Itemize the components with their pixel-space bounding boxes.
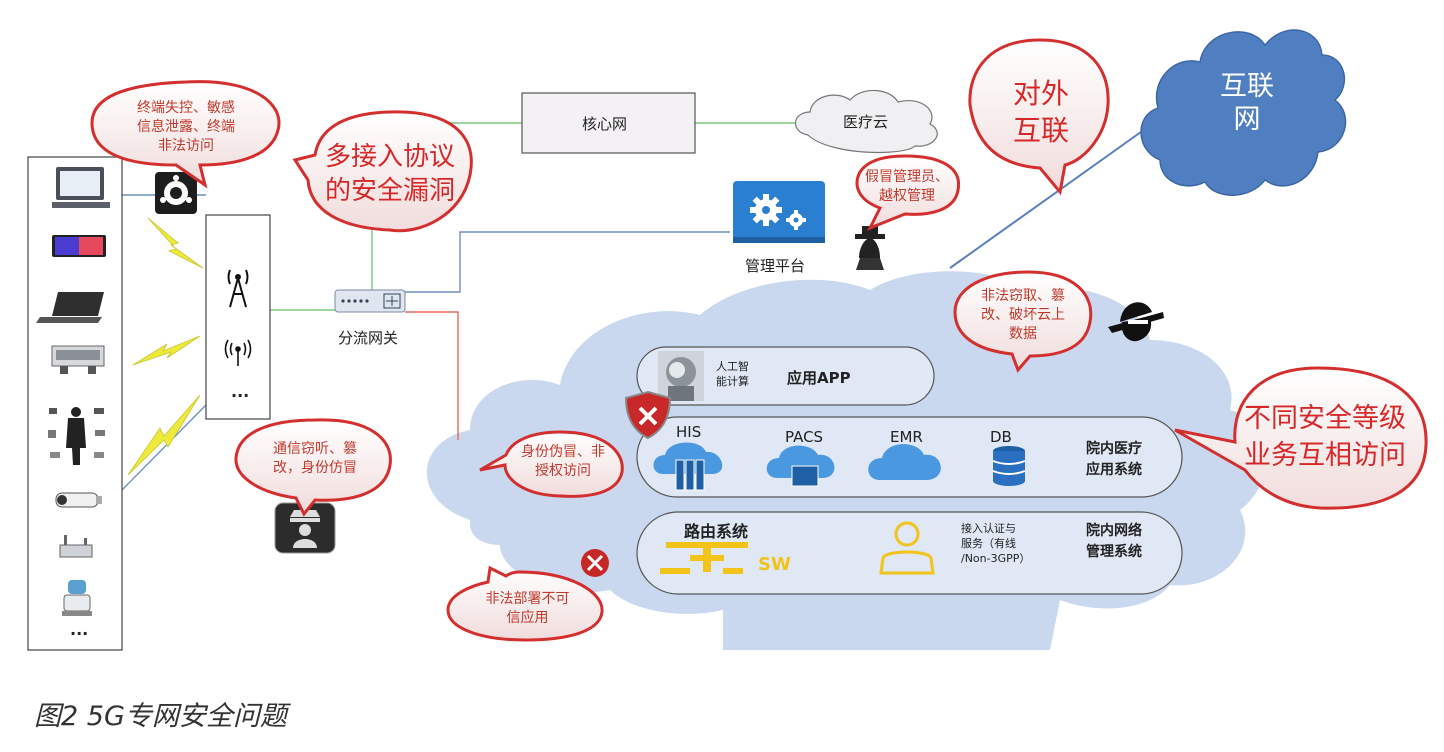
threat-protocol-text: 多接入协议的安全漏洞 bbox=[324, 142, 455, 206]
threat-comm-text: 通信窃听、篡改，身份仿冒 bbox=[273, 441, 357, 476]
emr-cloud-icon bbox=[868, 444, 941, 480]
bubble-admin bbox=[855, 154, 961, 231]
shunt-gateway-label: 分流网关 bbox=[338, 329, 399, 347]
bubble-terminal bbox=[90, 80, 281, 189]
user-icon bbox=[879, 521, 935, 575]
threat-business-text: 不同安全等级业务互相访问 bbox=[1244, 403, 1406, 471]
app-layer-capsule bbox=[636, 346, 935, 406]
laptop-icon bbox=[36, 292, 104, 323]
robot-icon bbox=[62, 580, 92, 616]
wireless-links bbox=[127, 217, 204, 476]
gear-icon bbox=[750, 194, 806, 230]
threat-terminal-text: 终端失控、敏感信息泄露、终端非法访问 bbox=[137, 100, 235, 154]
threat-bubbles bbox=[90, 38, 1428, 642]
management-platform-label: 管理平台 bbox=[745, 257, 806, 275]
bubble-comm bbox=[234, 418, 392, 517]
sensor-device-icon bbox=[59, 535, 93, 558]
threat-cloud-text: 非法窃取、篡改、破坏云上数据 bbox=[981, 288, 1065, 342]
terminal-more: ... bbox=[70, 620, 89, 639]
threat-identity-text: 身份伪冒、非授权访问 bbox=[521, 444, 605, 479]
internet-cloud-shape bbox=[1140, 29, 1347, 196]
bubble-cloud-data bbox=[953, 270, 1093, 373]
pacs-label: PACS bbox=[785, 428, 824, 446]
bubble-identity bbox=[479, 430, 624, 498]
router-switch-icon bbox=[660, 542, 748, 574]
ai-robot-icon bbox=[658, 351, 704, 401]
shunt-gateway-device bbox=[334, 289, 406, 313]
internet-label: 互联网 bbox=[1220, 71, 1274, 135]
external-interconnect-label: 对外互联 bbox=[1012, 77, 1069, 147]
monitor-icon bbox=[52, 167, 110, 208]
figure-caption: 图2 5G专网安全问题 bbox=[34, 701, 287, 732]
medical-cloud-shape bbox=[794, 89, 938, 154]
wearables-icon bbox=[48, 407, 105, 465]
ai-label: 人工智能计算 bbox=[716, 360, 749, 388]
threat-admin-text: 假冒管理员、越权管理 bbox=[865, 169, 949, 204]
medical-scanner-icon bbox=[51, 345, 105, 374]
antenna-tower-icon bbox=[227, 269, 249, 308]
camera-icon bbox=[55, 492, 102, 508]
hospital-network-title: 院内网络管理系统 bbox=[1086, 523, 1142, 560]
sw-label: SW bbox=[758, 554, 791, 575]
base-station-more: ... bbox=[231, 382, 250, 401]
bubble-protocol bbox=[292, 110, 473, 233]
core-network-box bbox=[521, 92, 696, 154]
access-auth-label: 接入认证与服务（有线/Non-3GPP） bbox=[961, 522, 1031, 565]
app-label: 应用APP bbox=[787, 369, 851, 387]
database-icon bbox=[992, 446, 1026, 486]
bubble-external bbox=[968, 38, 1110, 196]
medical-cloud-label: 医疗云 bbox=[843, 113, 889, 131]
his-server-icon bbox=[653, 442, 723, 491]
db-label: DB bbox=[990, 428, 1012, 446]
bubble-business bbox=[1174, 366, 1428, 510]
pacs-cloud-icon bbox=[766, 445, 835, 487]
hacker-icon bbox=[855, 226, 885, 270]
his-label: HIS bbox=[676, 423, 702, 441]
attacker-gear-icon bbox=[155, 172, 197, 214]
hospital-apps-title: 院内医疗应用系统 bbox=[1086, 441, 1142, 478]
bubble-deploy bbox=[446, 565, 604, 642]
wireless-signal-icon bbox=[224, 339, 252, 366]
base-station bbox=[205, 214, 271, 420]
hacker-badge-icon bbox=[274, 502, 336, 554]
shield-deny-icon bbox=[624, 390, 672, 440]
management-platform-icon bbox=[733, 181, 825, 248]
terminal-panel bbox=[27, 156, 123, 651]
hacker-icon bbox=[1108, 302, 1164, 342]
core-network-label: 核心网 bbox=[582, 115, 628, 133]
tablet-icon bbox=[52, 235, 106, 257]
deny-icon bbox=[581, 549, 609, 577]
routing-label: 路由系统 bbox=[684, 522, 749, 541]
threat-deploy-text: 非法部署不可信应用 bbox=[485, 591, 570, 626]
emr-label: EMR bbox=[890, 428, 923, 446]
